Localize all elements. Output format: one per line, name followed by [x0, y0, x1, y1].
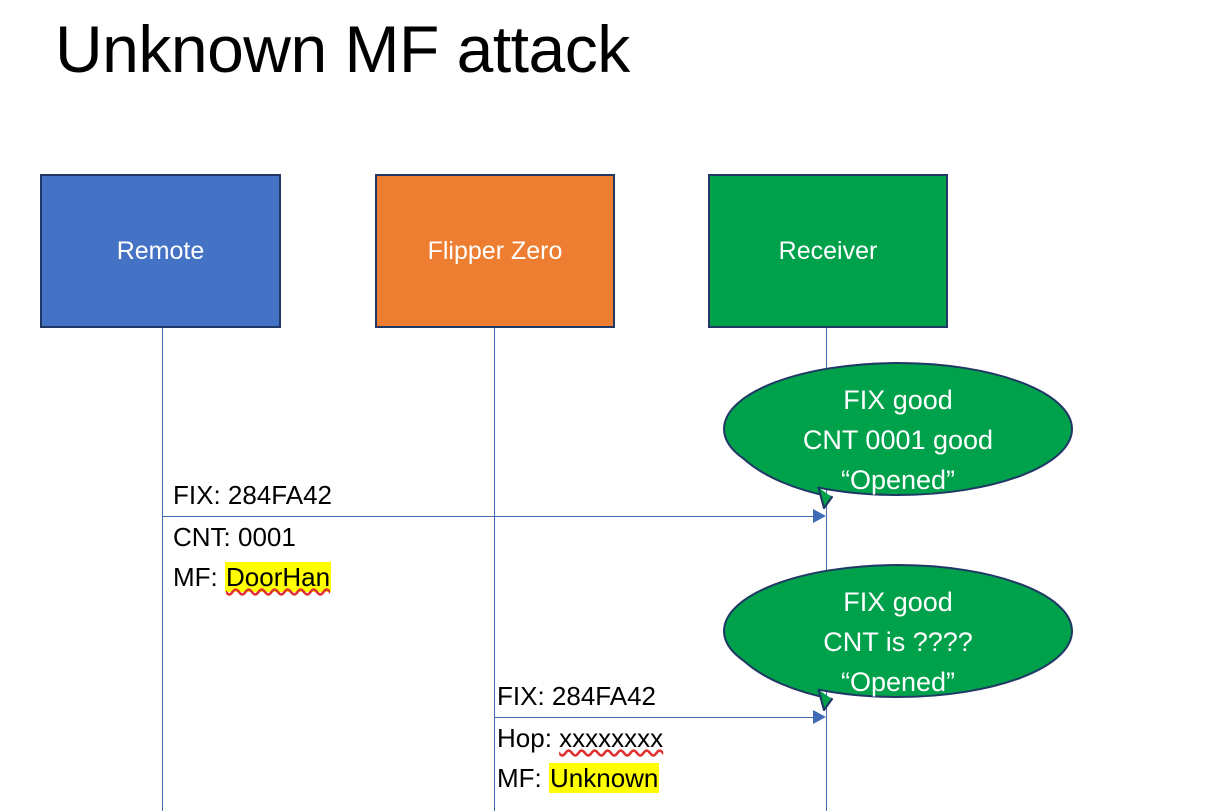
- message-2-mf-value: Unknown: [549, 763, 660, 793]
- message-2-label-above: FIX: 284FA42: [497, 676, 656, 716]
- message-1-cnt: CNT: 0001: [173, 522, 296, 552]
- lifeline-flipper: [494, 328, 495, 811]
- message-2-hop-value: xxxxxxxx: [559, 723, 664, 753]
- message-2-fix: FIX: 284FA42: [497, 681, 656, 711]
- actor-box-remote[interactable]: Remote: [40, 174, 281, 328]
- actor-label-remote: Remote: [116, 236, 205, 265]
- message-arrow-head-2: [813, 710, 826, 724]
- speech-bubble-shape-1: [723, 362, 1073, 509]
- message-1-mf-line: MF: DoorHan: [173, 557, 332, 597]
- actor-label-receiver: Receiver: [778, 236, 878, 265]
- message-1-mf-prefix: MF:: [173, 562, 225, 592]
- message-2-mf-prefix: MF:: [497, 763, 549, 793]
- message-2-hop-line: Hop: xxxxxxxx: [497, 718, 663, 758]
- actor-label-flipper: Flipper Zero: [427, 236, 563, 265]
- message-1-cnt-line: CNT: 0001: [173, 517, 331, 557]
- speech-bubble-shape-2: [723, 564, 1073, 711]
- message-arrow-head-1: [813, 509, 826, 523]
- speech-bubble-receiver-1[interactable]: FIX good CNT 0001 good “Opened”: [723, 362, 1073, 518]
- actor-box-receiver[interactable]: Receiver: [708, 174, 948, 328]
- message-arrow-line-2: [495, 717, 814, 718]
- message-arrow-line-1: [163, 516, 814, 517]
- lifeline-remote: [162, 328, 163, 811]
- message-1-fix: FIX: 284FA42: [173, 480, 332, 510]
- message-1-mf-value: DoorHan: [225, 562, 332, 592]
- message-1-label-below: CNT: 0001 MF: DoorHan: [173, 517, 332, 597]
- message-2-hop-prefix: Hop:: [497, 723, 560, 753]
- speech-bubble-receiver-2[interactable]: FIX good CNT is ???? “Opened”: [723, 564, 1073, 720]
- message-2-mf-line: MF: Unknown: [497, 758, 663, 798]
- message-1-label-above: FIX: 284FA42: [173, 475, 332, 515]
- page-title: Unknown MF attack: [55, 12, 630, 86]
- lifeline-receiver: [826, 328, 827, 811]
- message-2-label-below: Hop: xxxxxxxx MF: Unknown: [497, 718, 663, 798]
- actor-box-flipper[interactable]: Flipper Zero: [375, 174, 615, 328]
